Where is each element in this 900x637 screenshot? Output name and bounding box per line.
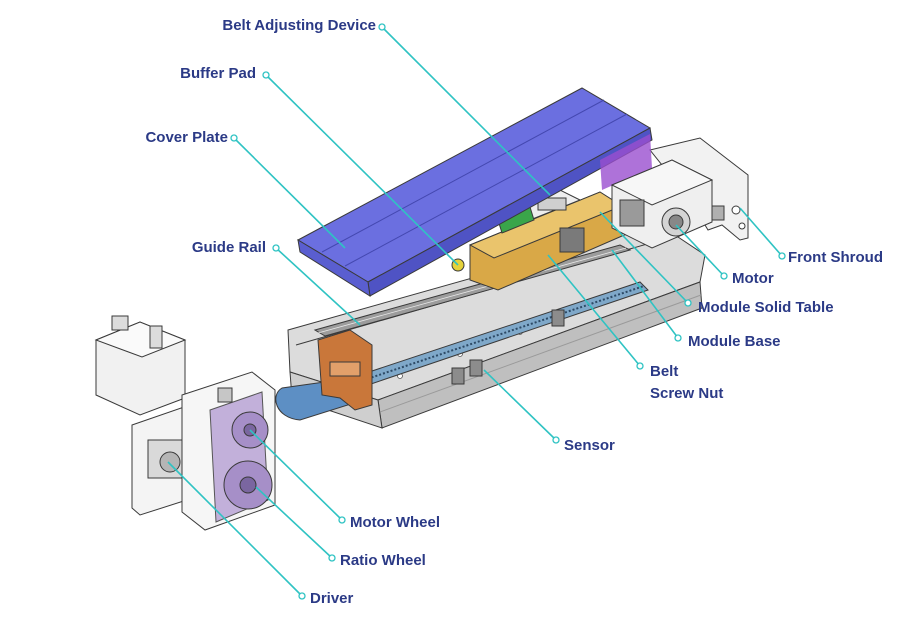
- leader-ratio-wheel: [255, 486, 333, 559]
- leader-cover-plate: [233, 137, 346, 249]
- label-driver: Driver: [310, 590, 354, 607]
- leader-module-solid-table: [599, 211, 689, 304]
- label-ratio-wheel: Ratio Wheel: [340, 552, 426, 569]
- leader-sensor: [483, 369, 557, 441]
- cover-plate-part: [296, 87, 653, 297]
- motor-part: [610, 159, 725, 249]
- leader-endpoint-dots: [230, 23, 786, 600]
- leader-motor: [675, 224, 725, 277]
- leader-driver: [167, 461, 303, 597]
- label-motor: Motor: [732, 270, 774, 287]
- label-front-shroud: Front Shroud: [788, 249, 883, 266]
- label-buffer-pad: Buffer Pad: [180, 65, 256, 82]
- label-module-solid-table: Module Solid Table: [698, 299, 834, 316]
- leader-belt-adjusting-device: [381, 26, 551, 196]
- label-cover-plate: Cover Plate: [145, 129, 228, 146]
- leader-buffer-pad: [265, 74, 459, 266]
- leader-lines: [167, 23, 786, 600]
- label-screw-nut: Screw Nut: [650, 385, 723, 402]
- label-sensor: Sensor: [564, 437, 615, 454]
- module-solid-table-part: [451, 191, 624, 291]
- leader-belt: [547, 254, 641, 367]
- label-motor-wheel: Motor Wheel: [350, 514, 440, 531]
- part-labels: Belt Adjusting Device Buffer Pad Cover P…: [145, 17, 883, 607]
- label-belt-adjusting-device: Belt Adjusting Device: [222, 17, 376, 34]
- leader-motor-wheel: [249, 429, 343, 521]
- sensor-parts: [451, 309, 565, 385]
- leader-front-shroud: [739, 207, 783, 257]
- side-motor-part: [94, 315, 187, 416]
- module-illustration: [94, 87, 749, 531]
- label-guide-rail: Guide Rail: [192, 239, 266, 256]
- label-belt: Belt: [650, 363, 678, 380]
- gearbox-part: [181, 371, 276, 531]
- end-bracket-part: [317, 329, 373, 411]
- leader-guide-rail: [275, 247, 361, 326]
- leader-module-base: [611, 249, 679, 339]
- label-module-base: Module Base: [688, 333, 781, 350]
